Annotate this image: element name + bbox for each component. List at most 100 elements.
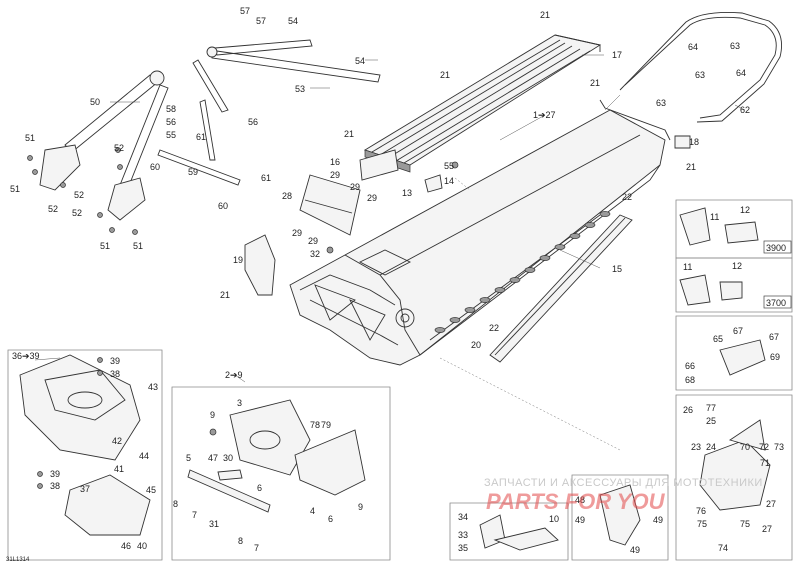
callout-29: 29 <box>350 182 360 192</box>
callout-21: 21 <box>344 129 354 139</box>
callout-35: 35 <box>458 543 468 553</box>
inset-variant-parts <box>679 207 759 306</box>
callout-31: 31 <box>209 519 219 529</box>
callout-7: 7 <box>192 510 197 520</box>
callout-38: 38 <box>110 369 120 379</box>
callout-64: 64 <box>736 68 746 78</box>
callout-21: 21 <box>590 78 600 88</box>
callout-13: 13 <box>402 188 412 198</box>
front-brackets <box>27 144 146 235</box>
callout-9: 9 <box>358 502 363 512</box>
callout-72: 72 <box>759 442 769 452</box>
variant-box-top <box>763 240 792 254</box>
callout-29: 29 <box>308 236 318 246</box>
variant-box-bottom <box>763 295 792 309</box>
callout-34: 34 <box>458 512 468 522</box>
callout-76: 76 <box>696 506 706 516</box>
callout-24: 24 <box>706 442 716 452</box>
callout-26: 26 <box>683 405 693 415</box>
callout-5: 5 <box>186 453 191 463</box>
callout-28: 28 <box>282 191 292 201</box>
callout-52: 52 <box>74 190 84 200</box>
callout-44: 44 <box>139 451 149 461</box>
callout-22: 22 <box>489 323 499 333</box>
callout-2-to-9: 2➔9 <box>225 370 243 380</box>
inset-33-35-parts <box>479 514 559 551</box>
callout-39: 39 <box>50 469 60 479</box>
callout-42: 42 <box>112 436 122 446</box>
callout-33: 33 <box>458 530 468 540</box>
callout-27: 27 <box>762 524 772 534</box>
watermark: ЗАПЧАСТИ И АКСЕССУАРЫ ДЛЯ МОТОТЕХНИКИ PA… <box>484 477 763 514</box>
inset-frame-33-35 <box>449 502 569 561</box>
callout-15: 15 <box>612 264 622 274</box>
inset-36-39-parts <box>19 354 151 536</box>
callout-67: 67 <box>769 332 779 342</box>
callout-51: 51 <box>133 241 143 251</box>
callout-16: 16 <box>330 157 340 167</box>
callout-32: 32 <box>310 249 320 259</box>
callout-60: 60 <box>150 162 160 172</box>
callout-29: 29 <box>330 170 340 180</box>
tunnel-rivet-holes <box>434 211 611 333</box>
watermark-line1: ЗАПЧАСТИ И АКСЕССУАРЫ ДЛЯ МОТОТЕХНИКИ <box>484 477 763 489</box>
callout-14: 14 <box>444 176 454 186</box>
main-tunnel <box>289 99 671 366</box>
callout-19: 19 <box>233 255 243 265</box>
variant-code-bottom: 3700 <box>766 298 786 308</box>
callout-57: 57 <box>240 6 250 16</box>
callout-59: 59 <box>188 167 198 177</box>
inset-2-9-parts <box>187 399 366 513</box>
front-struts <box>64 39 381 189</box>
callout-25: 25 <box>706 416 716 426</box>
callout-77: 77 <box>706 403 716 413</box>
inset-48-49-parts <box>599 484 641 546</box>
callout-57: 57 <box>256 16 266 26</box>
callout-63: 63 <box>656 98 666 108</box>
callout-49: 49 <box>653 515 663 525</box>
callout-74: 74 <box>718 543 728 553</box>
callout-73: 73 <box>774 442 784 452</box>
callout-56: 56 <box>166 117 176 127</box>
inset-frame-65-69 <box>675 315 793 391</box>
callout-40: 40 <box>137 541 147 551</box>
callout-37: 37 <box>80 484 90 494</box>
callout-46: 46 <box>121 541 131 551</box>
callout-50: 50 <box>90 97 100 107</box>
inset-70-77-parts <box>699 419 771 511</box>
callout-56: 56 <box>248 117 258 127</box>
callout-8: 8 <box>173 499 178 509</box>
small-parts <box>244 135 691 296</box>
inset-frames <box>7 199 793 561</box>
callout-6: 6 <box>328 514 333 524</box>
callout-51: 51 <box>10 184 20 194</box>
callout-54: 54 <box>355 56 365 66</box>
callout-65: 65 <box>713 334 723 344</box>
callout-23: 23 <box>691 442 701 452</box>
callout-3: 3 <box>237 398 242 408</box>
callout-21: 21 <box>220 290 230 300</box>
callout-75: 75 <box>697 519 707 529</box>
callout-21: 21 <box>540 10 550 20</box>
callout-7: 7 <box>254 543 259 553</box>
callout-47: 47 <box>208 453 218 463</box>
inset-frame-48-49 <box>571 474 669 561</box>
callout-70: 70 <box>740 442 750 452</box>
callout-20: 20 <box>471 340 481 350</box>
callout-75: 75 <box>740 519 750 529</box>
callout-52: 52 <box>48 204 58 214</box>
leader-lines <box>34 54 746 451</box>
callout-63: 63 <box>695 70 705 80</box>
watermark-line2: PARTS FOR YOU <box>486 489 666 514</box>
callout-49: 49 <box>575 515 585 525</box>
callout-38: 38 <box>50 481 60 491</box>
callout-71: 71 <box>760 458 770 468</box>
callout-54: 54 <box>288 16 298 26</box>
callout-79: 79 <box>321 420 331 430</box>
callout-29: 29 <box>367 193 377 203</box>
variant-code-top: 3900 <box>766 243 786 253</box>
callout-49: 49 <box>630 545 640 555</box>
callout-52: 52 <box>72 208 82 218</box>
callout-39: 39 <box>110 356 120 366</box>
